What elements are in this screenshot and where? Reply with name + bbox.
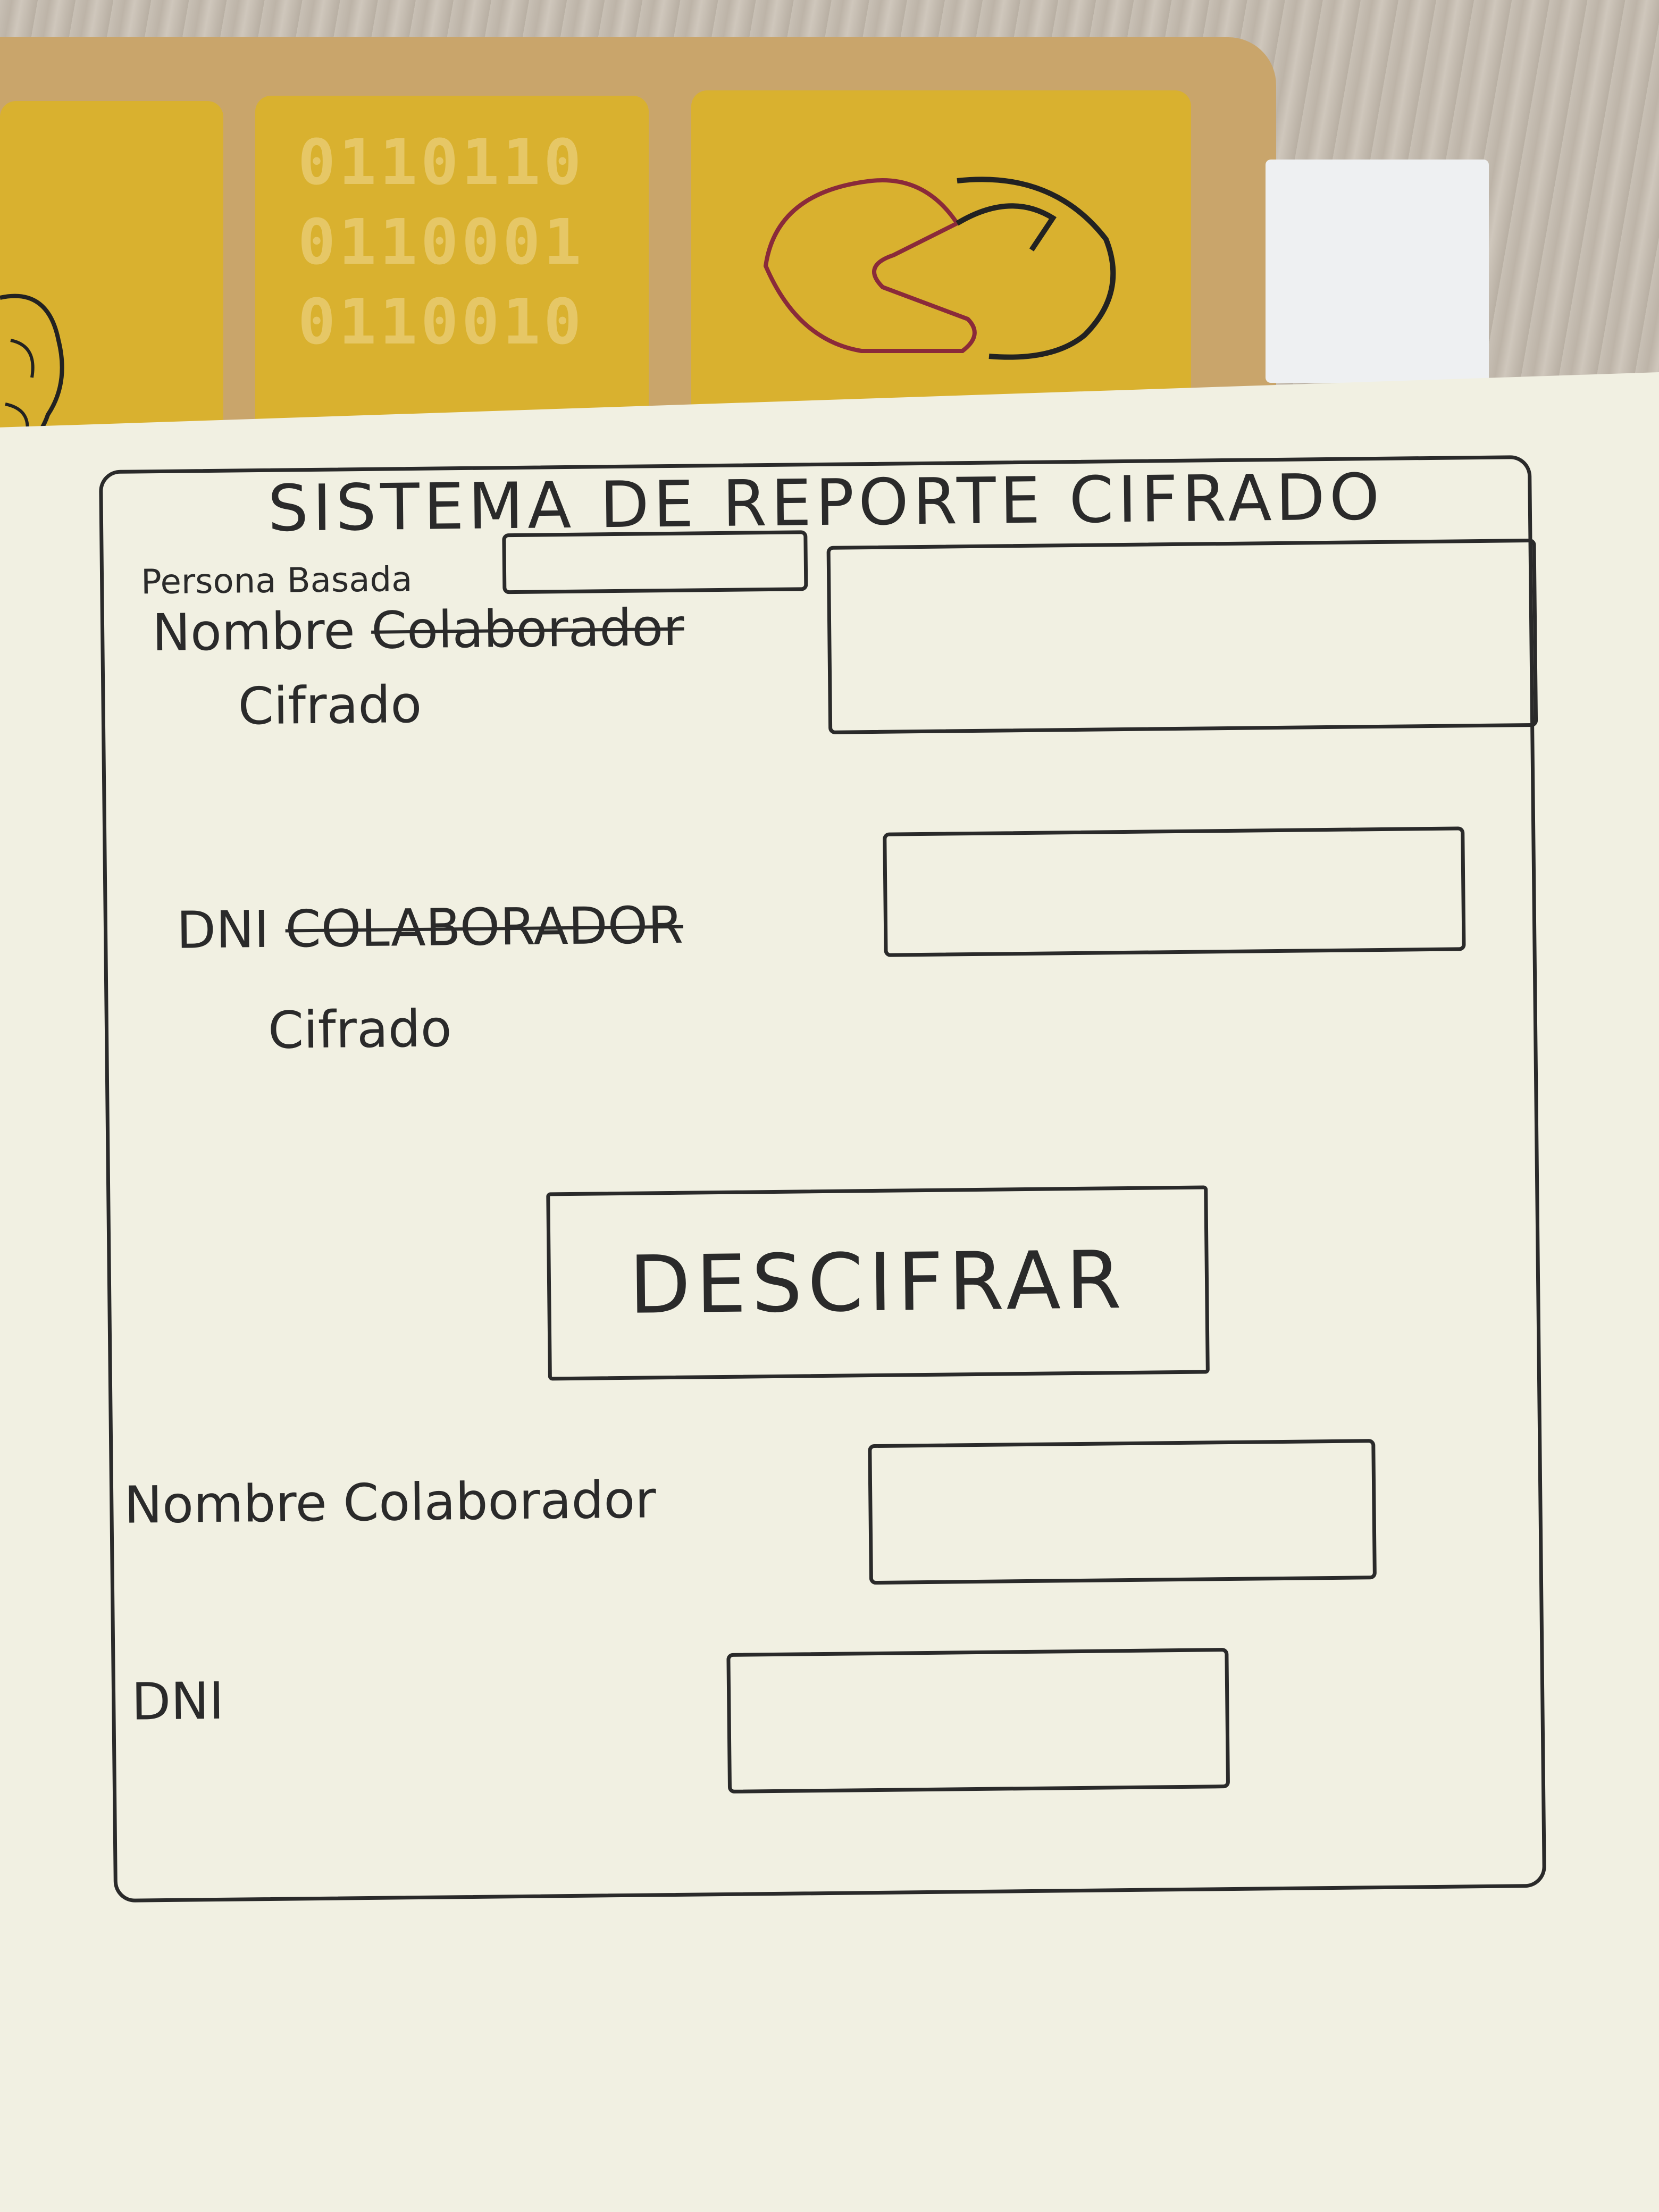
encrypted-dni-struck-word: COLABORADOR — [285, 895, 684, 959]
handshake-icon — [763, 177, 1116, 360]
output-name-field[interactable] — [868, 1439, 1377, 1585]
binary-text: 0110110 0110001 0110010 — [298, 122, 659, 362]
encrypted-dni-label-line2: Cifrado — [267, 999, 453, 1060]
page-title: SISTEMA DE REPORTE CIFRADO — [267, 460, 1384, 546]
encrypted-name-label-line2: Cifrado — [238, 674, 422, 736]
binary-row: 0110010 — [298, 285, 585, 358]
output-dni-label: DNI — [131, 1671, 224, 1732]
envelope — [1266, 160, 1489, 383]
ui-wireframe: SISTEMA DE REPORTE CIFRADO Persona Basad… — [98, 455, 1547, 1903]
notebook-page — [0, 372, 1659, 2212]
encrypted-dni-label-text: DNI — [176, 899, 270, 960]
encrypted-dni-label: DNI COLABORADOR — [176, 893, 683, 962]
encrypted-name-struck-word: Colaborador — [371, 597, 685, 660]
top-note-input[interactable] — [502, 530, 808, 594]
encrypted-dni-input[interactable] — [883, 826, 1466, 957]
encrypted-name-label: Nombre Colaborador — [152, 596, 685, 665]
output-dni-field[interactable] — [726, 1648, 1230, 1794]
output-name-label: Nombre Colaborador — [123, 1470, 657, 1535]
decrypt-button[interactable]: DESCIFRAR — [546, 1185, 1210, 1381]
binary-row: 0110001 — [298, 205, 585, 279]
encrypted-name-input[interactable] — [826, 538, 1538, 734]
encrypted-name-label-text: Nombre — [152, 601, 356, 663]
binary-row: 0110110 — [298, 125, 585, 199]
